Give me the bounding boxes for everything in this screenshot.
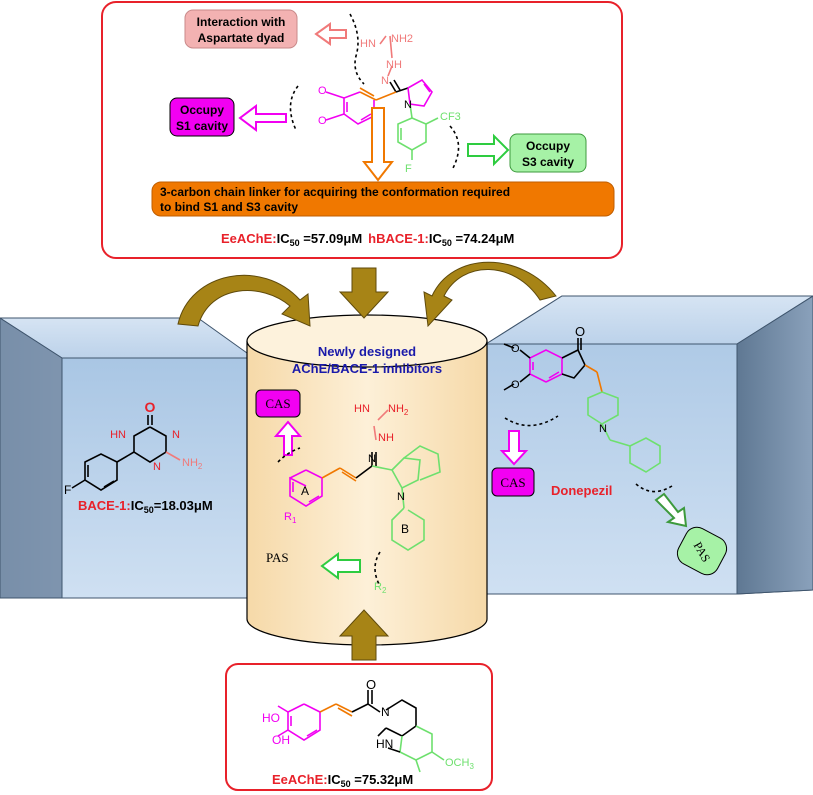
left-box: O HN N N NH2 F BACE-1:IC50=18.03μM (0, 317, 256, 599)
right-molecule (503, 338, 661, 473)
left-atom-n-ring: N (153, 461, 161, 473)
donepezil-atom-o2: O (511, 379, 520, 391)
center-molecule (289, 409, 441, 551)
top-atom-n: N (381, 75, 389, 87)
donepezil-atom-o1: O (511, 343, 520, 355)
aspartate-label-line1: Interaction with (197, 15, 286, 29)
donepezil-name: Donepezil (551, 483, 612, 498)
bottom-atom-ho: HO (262, 711, 280, 725)
left-atom-o: O (145, 399, 156, 415)
top-panel: Interaction with Aspartate dyad (101, 1, 623, 259)
donepezil-cas-arrow (499, 430, 529, 466)
center-pas-arrow (320, 552, 361, 580)
gold-arrows (177, 261, 557, 661)
linker-text-line1: 3-carbon chain linker for acquiring the … (160, 185, 510, 199)
aspartate-box (184, 9, 298, 49)
donepezil-cas-label: CAS (500, 475, 525, 490)
center-r2: R2 (374, 581, 387, 595)
linker-bar (151, 181, 615, 217)
aspartate-arrow (314, 22, 347, 46)
bottom-atom-hn: HN (376, 737, 393, 751)
aspartate-label-line2: Aspartate dyad (198, 31, 285, 45)
s1-label-line1: Occupy (180, 103, 224, 117)
donepezil-pas-arrow (654, 492, 688, 528)
s1-arrow (238, 104, 287, 132)
s3-label-line2: S3 cavity (522, 155, 574, 169)
bottom-activity: EeAChE:IC50 =75.32μM (272, 772, 413, 789)
linker-arrow (361, 107, 395, 182)
center-title-line1: Newly designed (318, 344, 416, 359)
gold-arrow-right (423, 261, 557, 328)
center-r1: R1 (284, 511, 297, 525)
left-molecule (71, 415, 181, 491)
center-atom-nh: NH (378, 432, 394, 444)
center-title-line2: AChE/BACE-1 inhibitors (292, 361, 442, 376)
top-atom-hn: HN (360, 38, 376, 50)
donepezil-cas-box (491, 467, 535, 497)
right-box: O O O N CAS Donepezil PAS (484, 295, 813, 595)
gold-arrow-top (338, 267, 390, 319)
aspartate-arc (349, 13, 365, 85)
center-pas-arc (374, 551, 381, 587)
s3-arrow (467, 133, 510, 167)
s3-label-line1: Occupy (526, 139, 570, 153)
top-atom-cf3: CF3 (440, 111, 461, 123)
center-atom-nh2: NH2 (388, 403, 409, 417)
center-atom-hn: HN (354, 403, 370, 415)
top-atom-o1: O (318, 85, 327, 97)
center-cas-arc (277, 447, 301, 463)
center-pas-label: PAS (266, 550, 289, 565)
left-atom-n: N (172, 429, 180, 441)
donepezil-atom-n: N (599, 423, 607, 435)
bottom-atom-n: N (381, 705, 390, 719)
s1-label-line2: S1 cavity (176, 119, 228, 133)
center-ring-b: B (401, 522, 409, 536)
center-cas-label: CAS (265, 396, 290, 411)
linker-text-line2: to bind S1 and S3 cavity (160, 200, 298, 214)
left-atom-nh2: NH2 (182, 457, 203, 471)
donepezil-atom-keto-o: O (575, 324, 585, 339)
s3-box (509, 133, 587, 173)
left-activity: BACE-1:IC50=18.03μM (78, 498, 213, 515)
s1-box (169, 97, 235, 137)
top-atom-f: F (405, 163, 412, 175)
donepezil-pas-arc (635, 483, 673, 493)
top-atom-nh2: NH2 (391, 33, 413, 45)
bottom-atom-oh: OH (272, 733, 290, 747)
top-atom-o2: O (318, 115, 327, 127)
center-ring-a: A (301, 484, 309, 498)
top-atom-nh: NH (386, 59, 402, 71)
center-atom-n: N (368, 453, 376, 465)
bottom-atom-och3: OCH3 (445, 757, 474, 771)
bottom-atom-o: O (366, 677, 376, 692)
left-atom-hn: HN (110, 429, 126, 441)
top-atom-n-pyrrole: N (404, 99, 412, 111)
left-atom-f: F (64, 483, 71, 497)
s1-arc (289, 85, 299, 131)
bottom-panel: O N HO OH HN OCH3 EeAChE:IC50 =75.32μM (225, 663, 493, 791)
center-cylinder: Newly designed AChE/BACE-1 inhibitors CA… (246, 314, 488, 646)
center-cas-arrow (273, 420, 303, 456)
donepezil-pas-box (676, 526, 728, 576)
center-cas-box (255, 389, 301, 418)
center-atom-n-indole: N (397, 491, 405, 503)
gold-arrow-bottom (338, 609, 390, 661)
gold-arrow-left (177, 274, 311, 327)
s3-arc (449, 125, 460, 171)
bottom-molecule (277, 690, 445, 773)
